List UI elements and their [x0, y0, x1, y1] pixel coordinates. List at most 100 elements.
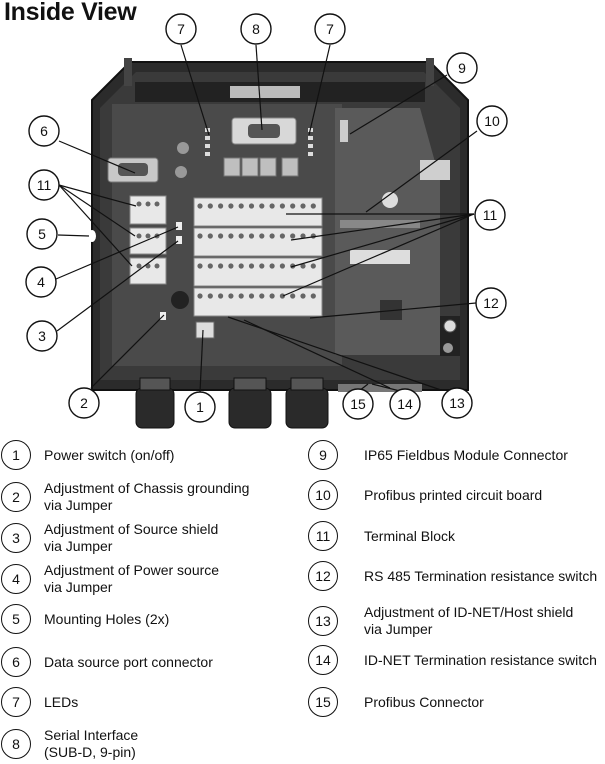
callout-number: 4: [37, 274, 45, 290]
terminal-screw: [290, 233, 296, 239]
terminal-screw: [300, 203, 306, 209]
terminal-screw: [218, 293, 224, 299]
legend-line: (SUB-D, 9-pin): [44, 744, 136, 760]
callout-4: 4: [25, 266, 57, 298]
legend-line: Profibus Connector: [364, 693, 484, 710]
terminal-screw: [207, 233, 213, 239]
legend-number: 1: [1, 440, 31, 470]
terminal-screw: [197, 293, 203, 299]
legend-line: RS 485 Termination resistance switch: [364, 567, 598, 584]
callout-number: 1: [196, 399, 204, 415]
terminal-screw: [279, 203, 285, 209]
callout-2: 2: [68, 387, 100, 419]
callout-5: 5: [26, 218, 58, 250]
mounting-hole: [88, 230, 96, 242]
legend-description: LEDs: [44, 694, 78, 711]
callout-13: 13: [441, 387, 473, 419]
terminal-screw: [248, 263, 255, 269]
terminal-screw: [218, 203, 224, 209]
legend-description: Profibus Connector: [364, 694, 484, 711]
terminal-screw: [310, 263, 316, 269]
right-mount: [420, 160, 460, 356]
terminal-screw: [207, 263, 213, 269]
legend-number: 3: [1, 523, 31, 553]
terminal-screw: [269, 263, 275, 269]
terminal-screw: [248, 233, 255, 239]
callout-circle: [184, 391, 216, 423]
legend-item-1: 1 Power switch (on/off): [1, 440, 174, 470]
legend-number: 11: [308, 521, 338, 551]
legend-number: 14: [308, 645, 338, 675]
legend-description: Power switch (on/off): [44, 447, 174, 464]
callout-number: 9: [458, 60, 466, 76]
callout-circle: [475, 287, 507, 319]
page-title: Inside View: [4, 0, 137, 26]
terminal-screw: [197, 233, 203, 239]
legend-description: RS 485 Termination resistance switch: [364, 568, 597, 585]
terminal-screw: [259, 263, 265, 269]
terminal-screw: [300, 233, 306, 239]
callout-14: 14: [389, 388, 421, 420]
legend-line: Adjustment of Chassis grounding: [44, 480, 250, 496]
legend-item-14: 14 ID-NET Termination resistance switch: [308, 645, 597, 675]
terminal-screw: [238, 293, 244, 299]
callout-7: 7: [314, 13, 346, 45]
terminal-screw: [248, 293, 255, 299]
terminal-screw: [269, 293, 275, 299]
callout-number: 13: [449, 395, 465, 411]
legend-line: Adjustment of Power source: [44, 562, 220, 578]
legend-number: 5: [1, 604, 31, 634]
legend-line: Serial Interface: [44, 727, 139, 743]
legend-line: Adjustment of Source shield: [44, 521, 219, 537]
legend-line: Mounting Holes (2x): [44, 610, 170, 627]
legend-line: Data source port connector: [44, 653, 213, 670]
callout-number: 2: [80, 395, 88, 411]
callout-9: 9: [446, 52, 478, 84]
legend-line: via Jumper: [364, 621, 433, 637]
terminal-screw: [279, 293, 285, 299]
callout-11: 11: [474, 199, 506, 231]
legend-line: Profibus printed circuit board: [364, 486, 543, 503]
callout-1: 1: [184, 391, 216, 423]
legend-description: Profibus printed circuit board: [364, 487, 542, 504]
callout-circle: [446, 52, 478, 84]
callout-3: 3: [26, 320, 58, 352]
legend-item-5: 5 Mounting Holes (2x): [1, 604, 169, 634]
terminal-screw: [290, 203, 296, 209]
legend-line: Adjustment of ID-NET/Host shield: [364, 604, 574, 620]
callout-8: 8: [240, 13, 272, 45]
callout-number: 11: [483, 207, 498, 223]
terminal-screw: [197, 263, 203, 269]
terminal-screw: [238, 203, 244, 209]
terminal-screw: [310, 293, 316, 299]
terminal-screw: [269, 203, 275, 209]
callout-7: 7: [165, 13, 197, 45]
terminal-screw: [228, 203, 234, 209]
callout-circle: [389, 388, 421, 420]
callout-6: 6: [28, 115, 60, 147]
callout-number: 11: [37, 177, 52, 193]
callout-number: 5: [38, 226, 46, 242]
callout-12: 12: [475, 287, 507, 319]
callout-circle: [165, 13, 197, 45]
terminal-screw: [290, 293, 296, 299]
callout-circle: [441, 387, 473, 419]
legend-line: IP65 Fieldbus Module Connector: [364, 446, 568, 463]
terminal-screw: [218, 233, 224, 239]
callout-circle: [240, 13, 272, 45]
legend-line: ID-NET Termination resistance switch: [364, 651, 597, 668]
cable-glands: [135, 377, 329, 429]
legend-description: ID-NET Termination resistance switch: [364, 652, 597, 669]
callout-number: 10: [484, 113, 500, 129]
